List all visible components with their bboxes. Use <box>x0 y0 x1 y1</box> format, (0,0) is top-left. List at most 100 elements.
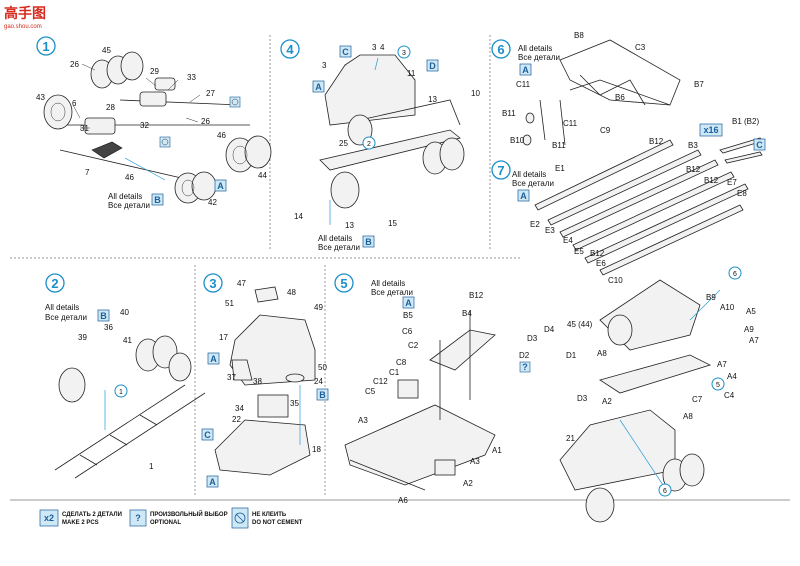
step-3-label-50: 50 <box>318 363 327 372</box>
legend-make2-ru: СДЕЛАТЬ 2 ДЕТАЛИ <box>62 512 122 518</box>
svg-text:A: A <box>210 354 217 364</box>
step-4-all-details-ru: Все детали <box>318 243 360 252</box>
step-3-label-47: 47 <box>237 279 246 288</box>
svg-text:C: C <box>204 430 211 440</box>
step-4-label-13b: 13 <box>345 221 354 230</box>
step-7-label-E4: E4 <box>563 236 573 245</box>
legend-optional-ru: ПРОИЗВОЛЬНЫЙ ВЫБОР <box>150 510 228 518</box>
no-glue-icon <box>234 512 246 524</box>
svg-text:A: A <box>405 298 412 308</box>
svg-text:A: A <box>217 181 224 191</box>
watermark-url: gao.shou.com <box>4 24 42 30</box>
step-7-label-45-44: 45 (44) <box>567 320 593 329</box>
svg-text:B: B <box>319 390 326 400</box>
step-7-label-B1B2: B1 (B2) <box>732 117 759 126</box>
step-7-label-E6: E6 <box>596 259 606 268</box>
svg-text:?: ? <box>522 362 528 372</box>
legend-optional-en: OPTIONAL <box>150 520 181 526</box>
step-1-all-details-ru: Все детали <box>108 201 150 210</box>
step-2-circle-1: 1 <box>114 384 128 398</box>
step-7-label-B9: B9 <box>706 293 716 302</box>
step-2-label-40: 40 <box>120 308 129 317</box>
step-3-label-17: 17 <box>219 333 228 342</box>
step-1-label-44: 44 <box>258 171 267 180</box>
step-2-label-36: 36 <box>104 323 113 332</box>
step-1-label-46a: 46 <box>217 131 226 140</box>
step-7-label-E3: E3 <box>545 226 555 235</box>
step-4-label-10: 10 <box>471 89 480 98</box>
watermark-chars: 高手图 <box>4 5 46 21</box>
step-4-label-25: 25 <box>339 139 348 148</box>
step-5-label-B5: B5 <box>403 311 413 320</box>
step-2-label-1: 1 <box>149 462 154 471</box>
svg-text:A: A <box>520 191 527 201</box>
step-1-label-43: 43 <box>36 93 45 102</box>
step-5-label-A3a: A3 <box>358 416 368 425</box>
legend-optional: ? ПРОИЗВОЛЬНЫЙ ВЫБОР OPTIONAL <box>129 509 228 527</box>
step-6-label-C11b: C11 <box>563 119 578 128</box>
step-4-all-details-en: All details <box>318 234 352 243</box>
step-1-label-7: 7 <box>85 168 90 177</box>
svg-text:C: C <box>756 140 763 150</box>
wheel-42 <box>174 171 217 204</box>
step-4-label-15: 15 <box>388 219 397 228</box>
step-1-label-32: 32 <box>140 121 149 130</box>
step-5: 5 B12 B5 B4 C6 C2 C8 C1 C12 C5 A3 A1 A3 … <box>334 273 502 505</box>
step-7-label-A2: A2 <box>602 397 612 406</box>
step-6-label-C9: C9 <box>600 126 611 135</box>
legend-make2-en: MAKE 2 PCS <box>62 520 99 526</box>
step-1-number: 1 <box>42 39 49 54</box>
step-1-label-31: 31 <box>80 124 89 133</box>
svg-text:A: A <box>209 477 216 487</box>
step-7-label-A10: A10 <box>720 303 735 312</box>
step-7-label-C7: C7 <box>692 395 703 404</box>
svg-text:C: C <box>342 47 349 57</box>
step-5-label-B12: B12 <box>469 291 484 300</box>
step-7-label-B12d: B12 <box>590 249 605 258</box>
step-3-label-34: 34 <box>235 404 244 413</box>
step-3-label-51: 51 <box>225 299 234 308</box>
step-1-label-28: 28 <box>106 103 115 112</box>
step-6-label-B11b: B11 <box>552 141 566 150</box>
step-3-label-35: 35 <box>290 399 299 408</box>
step-3-box-b: B <box>316 388 329 401</box>
step-7-label-C10: C10 <box>608 276 623 285</box>
step-3-label-24: 24 <box>314 377 323 386</box>
step-5-label-A3b: A3 <box>470 457 480 466</box>
step-7-label-C4: C4 <box>724 391 735 400</box>
step-4-box-c: C <box>339 45 352 58</box>
step-6-box-a: A <box>519 63 532 76</box>
launcher-rails <box>534 139 749 276</box>
step-7-label-A5: A5 <box>746 307 756 316</box>
step-4-number: 4 <box>286 42 294 57</box>
step-7-x16-badge: x16 <box>699 123 723 137</box>
svg-text:?: ? <box>135 513 141 523</box>
svg-text:1: 1 <box>119 389 123 396</box>
legend: x2 СДЕЛАТЬ 2 ДЕТАЛИ MAKE 2 PCS ? ПРОИЗВО… <box>39 507 303 529</box>
step-4-label-3b: 3 <box>322 61 327 70</box>
step-6-label-B8: B8 <box>574 31 584 40</box>
step-7-label-E5: E5 <box>574 247 584 256</box>
step-3-box-c: C <box>201 428 214 441</box>
step-7-all-details-en: All details <box>512 170 546 179</box>
step-5-label-C6: C6 <box>402 327 413 336</box>
svg-text:B: B <box>365 237 372 247</box>
step-2-all-details-ru: Все детали <box>45 313 87 322</box>
step-5-label-C12: C12 <box>373 377 388 386</box>
step-7-circle-5: 5 <box>711 377 725 391</box>
step-7-label-D2: D2 <box>519 351 530 360</box>
step-7-box-c: C <box>753 138 766 151</box>
step-6-label-B11a: B11 <box>502 109 516 118</box>
step-5-all-details-en: All details <box>371 279 405 288</box>
svg-text:5: 5 <box>716 382 720 389</box>
panel-dividers <box>10 35 790 501</box>
step-3-label-49: 49 <box>314 303 323 312</box>
step-7-label-A8a: A8 <box>683 412 693 421</box>
step-6-label-C3: C3 <box>635 43 646 52</box>
step-1-label-45: 45 <box>102 46 111 55</box>
svg-text:6: 6 <box>733 271 737 278</box>
step-3: 3 47 48 51 49 17 50 37 38 24 34 22 35 18… <box>201 273 329 488</box>
step-7-number: 7 <box>497 163 504 178</box>
legend-nocement-en: DO NOT CEMENT <box>252 520 303 526</box>
